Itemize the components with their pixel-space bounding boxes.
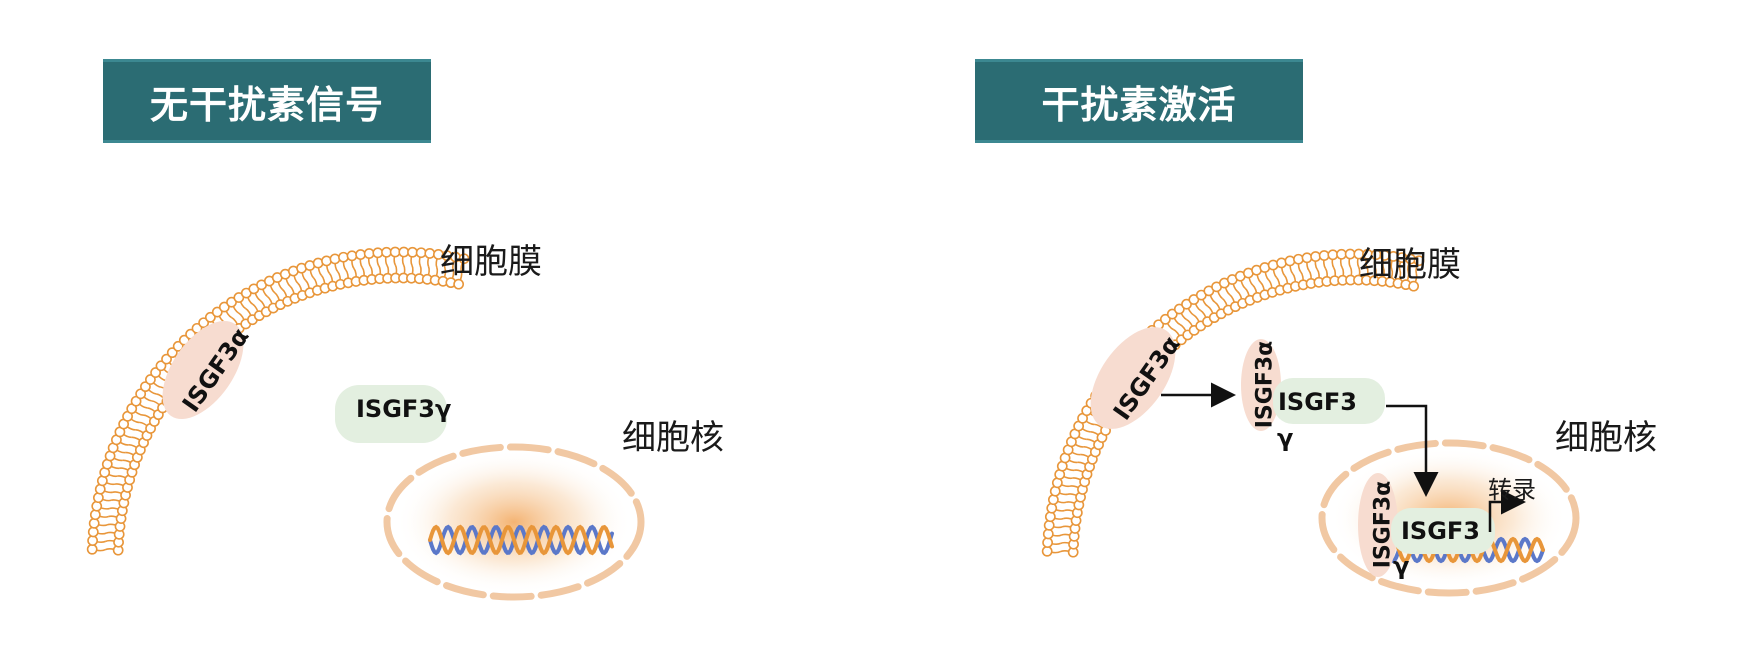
membrane-label: 细胞膜 bbox=[1359, 245, 1461, 285]
nuclear-gamma-label: γ bbox=[1393, 552, 1410, 580]
right-panel: 干扰素激活 bbox=[881, 0, 1762, 654]
isgf3-gamma-shape bbox=[335, 385, 447, 443]
left-diagram bbox=[86, 246, 645, 601]
dna-helix bbox=[428, 524, 614, 556]
transcription-arrow bbox=[1488, 489, 1526, 532]
transcription-label: 转录 bbox=[1488, 476, 1536, 504]
isgf3-gamma-label: ISGF3γ bbox=[356, 395, 452, 423]
isgf3-alpha-membrane-shape bbox=[1090, 327, 1176, 429]
complex-alpha-label: ISGF3α bbox=[1252, 340, 1278, 429]
complex-gamma-label: γ bbox=[1277, 424, 1294, 452]
complex-main-label: ISGF3 bbox=[1278, 388, 1358, 416]
nucleus-label: 细胞核 bbox=[622, 418, 724, 458]
right-diagram bbox=[1041, 248, 1580, 597]
translocation-arrow bbox=[1386, 404, 1439, 497]
isgf3-nuclear-complex-shape bbox=[1358, 473, 1495, 577]
nucleus-label: 细胞核 bbox=[1555, 418, 1657, 458]
nuclear-main-label: ISGF3 bbox=[1401, 517, 1481, 545]
left-panel-title: 无干扰素信号 bbox=[103, 59, 431, 143]
nuclear-alpha-label: ISGF3α bbox=[1370, 480, 1396, 569]
right-panel-title: 干扰素激活 bbox=[975, 59, 1303, 143]
isgf3-alpha-shape bbox=[162, 321, 244, 419]
left-panel: 无干扰素信号 ISGF3α ISGF3γ 细胞膜 细胞核 bbox=[86, 59, 724, 601]
membrane-label: 细胞膜 bbox=[440, 242, 542, 282]
nucleus bbox=[383, 443, 645, 601]
isgf3-complex-shape bbox=[1241, 339, 1385, 431]
